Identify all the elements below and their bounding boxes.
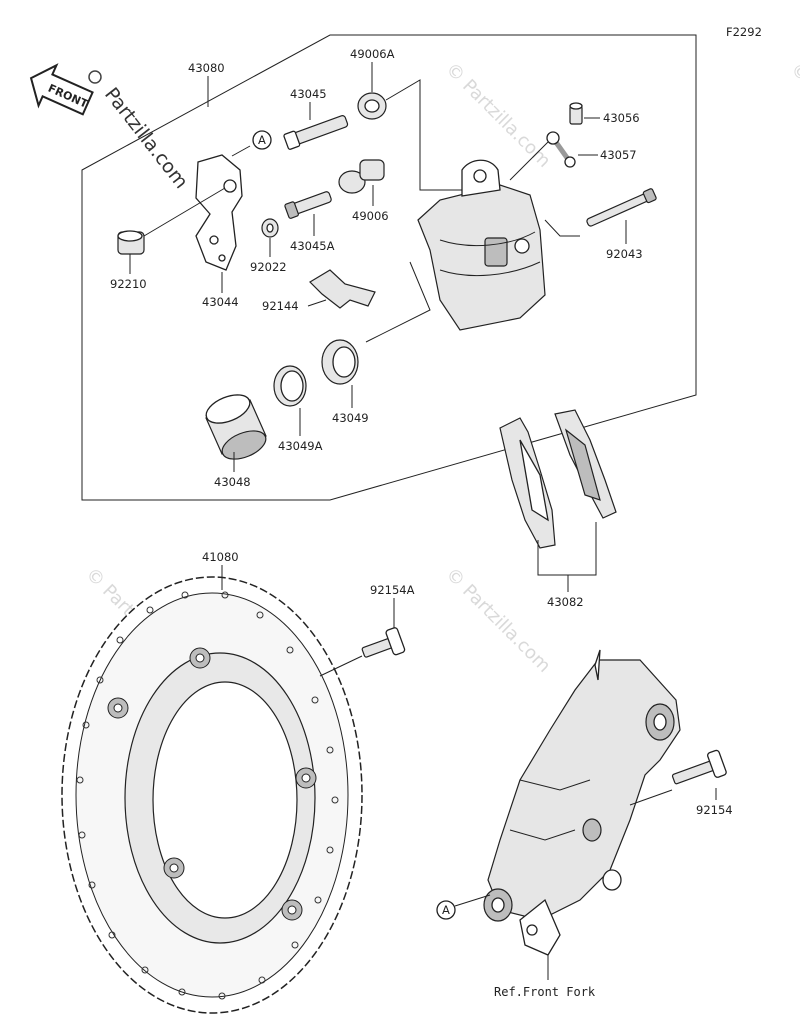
part-front-fork-ref: [483, 649, 681, 956]
label-43048: 43048: [214, 475, 251, 489]
part-43082-brake-pads: [499, 409, 617, 549]
label-ref-front-fork: Ref.Front Fork: [494, 985, 596, 999]
watermark-1: © Partzilla.com: [441, 59, 554, 172]
caliper-assembly-box: [81, 34, 697, 501]
label-49006A: 49006A: [350, 47, 395, 61]
part-43049A-piston-seal: [273, 365, 307, 407]
label-41080: 41080: [202, 550, 239, 564]
label-43044: 43044: [202, 295, 239, 309]
part-41080-brake-disc: [61, 576, 363, 1014]
part-49006A-boot: [357, 92, 387, 120]
callout-a-top: [252, 130, 272, 150]
front-arrow-icon: FRONT: [29, 63, 94, 116]
leader-92043-caliper: [544, 219, 580, 237]
leader-callout-a-top: [231, 145, 251, 157]
part-43045A-pin: [284, 191, 332, 219]
leader-callout-a-bottom: [454, 894, 491, 907]
part-92210-collar: [117, 230, 145, 255]
leader-49006A-assembly: [385, 79, 470, 191]
part-92154A-disc-bolt: [361, 627, 406, 658]
copyright-mark-icon: [88, 70, 102, 84]
label-92154A: 92154A: [370, 583, 415, 597]
label-43045: 43045: [290, 87, 327, 101]
label-92043: 92043: [606, 247, 643, 261]
label-92022: 92022: [250, 260, 287, 274]
part-43045-slide-pin: [283, 115, 349, 150]
callout-a-bottom-letter: A: [442, 903, 450, 917]
part-43057-cap: [546, 131, 576, 168]
label-43080: 43080: [188, 61, 225, 75]
label-92154: 92154: [696, 803, 733, 817]
part-43056-bleeder: [569, 102, 583, 125]
label-43045A: 43045A: [290, 239, 335, 253]
watermark-2: © Partzilla.com: [441, 564, 554, 677]
leader-92144: [307, 299, 327, 307]
leader-43057-caliper: [509, 141, 549, 181]
label-43049: 43049: [332, 411, 369, 425]
part-49006-boot: [338, 159, 385, 194]
part-43048-piston: [205, 394, 267, 460]
part-92154-caliper-bolt: [671, 749, 727, 785]
label-43056: 43056: [603, 111, 640, 125]
callout-a-bottom: [436, 900, 456, 920]
leader-92154-fork: [629, 789, 673, 806]
label-49006: 49006: [352, 209, 389, 223]
leader-92154A-disc: [319, 655, 363, 677]
callout-a-top-letter: A: [258, 133, 266, 147]
label-43049A: 43049A: [278, 439, 323, 453]
label-43057: 43057: [600, 148, 637, 162]
brand-watermark: Partzilla.com: [100, 84, 192, 193]
part-43049-dust-seal: [321, 339, 359, 385]
leader-piston-assembly: [365, 261, 431, 343]
label-92144: 92144: [262, 299, 299, 313]
part-caliper-body: [417, 159, 546, 331]
watermark-4: © Partzilla.com: [786, 59, 800, 172]
label-92210: 92210: [110, 277, 147, 291]
part-92144-pad-spring: [309, 269, 376, 309]
label-43082: 43082: [547, 595, 584, 609]
leader-43082: [537, 522, 597, 576]
part-92043-pad-pin: [586, 188, 657, 227]
part-43044-bracket: [195, 154, 243, 271]
leader-92210-dir: [143, 187, 226, 237]
part-92022-washer: [261, 218, 279, 238]
figure-code: F2292: [726, 25, 762, 39]
